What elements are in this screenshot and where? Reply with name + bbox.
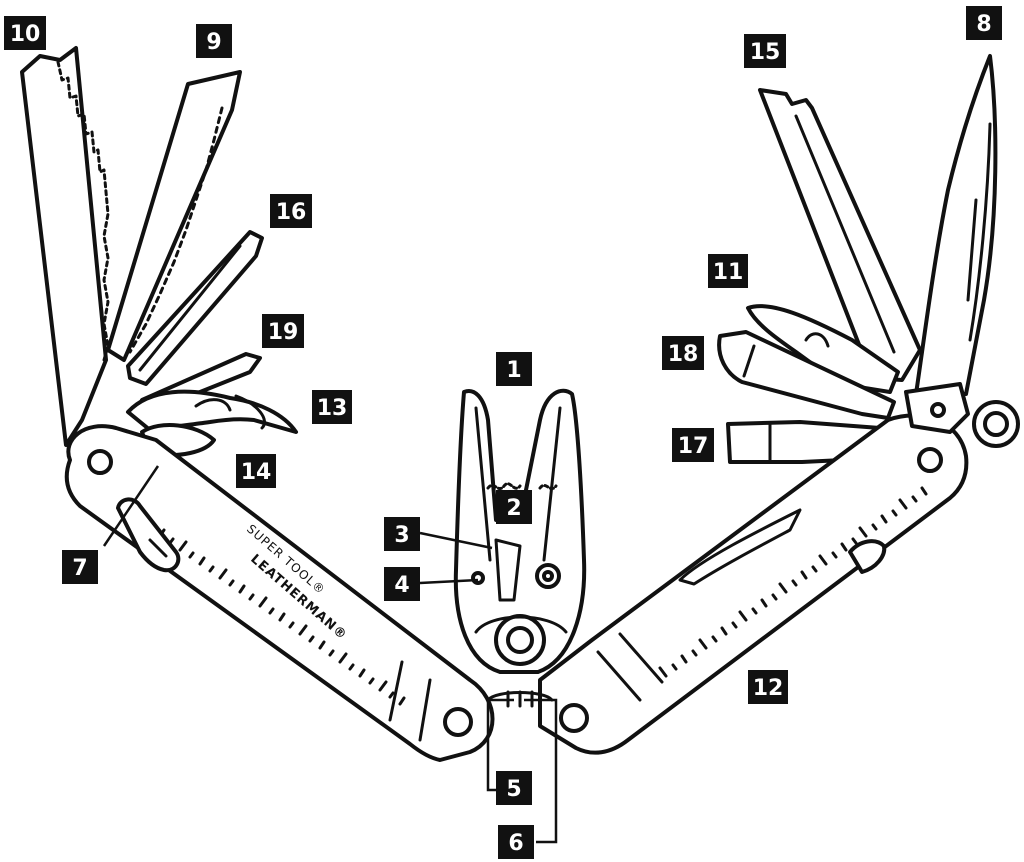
chisel bbox=[717, 330, 896, 420]
serrated-blade bbox=[106, 70, 242, 362]
callout-2: 2 bbox=[496, 490, 532, 524]
svg-text:9: 9 bbox=[206, 30, 221, 55]
callout-11: 11 bbox=[708, 254, 748, 288]
callout-7: 7 bbox=[62, 550, 98, 584]
callout-4: 4 bbox=[384, 567, 420, 601]
can-opener bbox=[126, 389, 298, 434]
pliers bbox=[453, 388, 587, 708]
callout-12: 12 bbox=[748, 670, 788, 704]
svg-text:15: 15 bbox=[750, 40, 781, 65]
left-handle: LEATHERMAN® SUPER TOOL® bbox=[64, 424, 495, 762]
knife-blade bbox=[914, 54, 998, 396]
callout-19: 19 bbox=[262, 314, 304, 348]
svg-text:7: 7 bbox=[72, 556, 87, 581]
svg-text:11: 11 bbox=[713, 260, 744, 285]
svg-text:14: 14 bbox=[241, 460, 272, 485]
callout-18: 18 bbox=[662, 336, 704, 370]
callout-9: 9 bbox=[196, 24, 232, 58]
callout-1: 1 bbox=[496, 352, 532, 386]
svg-text:18: 18 bbox=[668, 342, 699, 367]
screwdriver bbox=[126, 230, 264, 386]
saw-blade bbox=[20, 46, 110, 447]
callout-10: 10 bbox=[4, 16, 46, 50]
callout-3: 3 bbox=[384, 517, 420, 551]
svg-text:17: 17 bbox=[678, 434, 709, 459]
svg-text:13: 13 bbox=[317, 396, 348, 421]
callout-8: 8 bbox=[966, 6, 1002, 40]
svg-text:3: 3 bbox=[394, 523, 409, 548]
callout-13: 13 bbox=[312, 390, 352, 424]
svg-text:12: 12 bbox=[753, 676, 784, 701]
svg-text:4: 4 bbox=[394, 573, 409, 598]
callout-14: 14 bbox=[236, 454, 276, 488]
svg-text:19: 19 bbox=[268, 320, 299, 345]
right-handle bbox=[538, 382, 1020, 755]
right-handle-ruler bbox=[658, 486, 928, 678]
svg-text:16: 16 bbox=[276, 200, 307, 225]
callout-15: 15 bbox=[744, 34, 786, 68]
callout-6: 6 bbox=[498, 825, 534, 859]
callout-16: 16 bbox=[270, 194, 312, 228]
svg-text:8: 8 bbox=[976, 12, 991, 37]
callout-5: 5 bbox=[496, 771, 532, 805]
svg-text:1: 1 bbox=[506, 358, 521, 383]
svg-text:6: 6 bbox=[508, 831, 523, 856]
file-tool bbox=[746, 304, 900, 394]
svg-text:5: 5 bbox=[506, 777, 521, 802]
callout-17: 17 bbox=[672, 428, 714, 462]
svg-text:2: 2 bbox=[506, 496, 521, 521]
svg-text:10: 10 bbox=[10, 22, 41, 47]
